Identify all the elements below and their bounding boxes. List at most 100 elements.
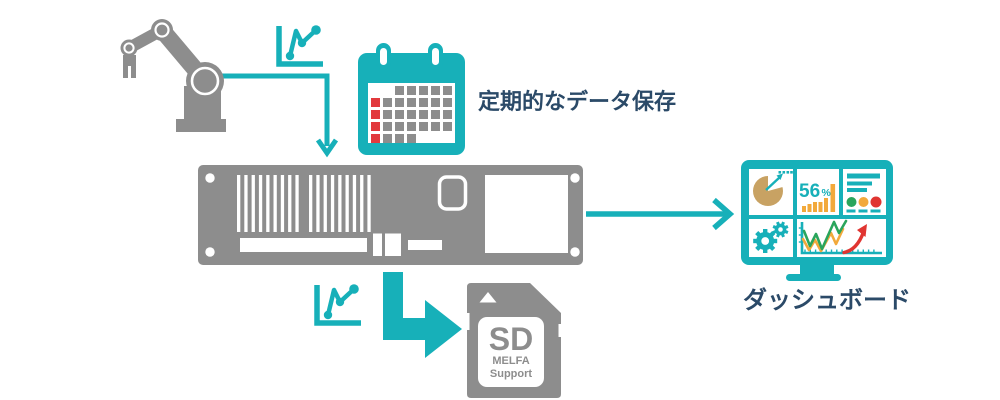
vent-slat [367,175,371,232]
arrowhead-down-icon [315,138,339,158]
calendar-day-cell [407,122,416,131]
calendar-day-cell [443,86,452,95]
dashboard-monitor-icon: 56 % [741,160,893,281]
periodic-save-label: 定期的なデータ保存 [478,89,676,114]
trend-line-green [802,219,848,251]
sd-card-icon: SD MELFA Support [466,283,562,398]
robot-arm-icon [120,19,226,132]
calendar-icon [358,43,465,155]
sd-card-label [478,317,544,387]
robot-base [176,119,226,132]
controller-switch [373,233,382,256]
calendar-day-cell [383,110,392,119]
calendar-day-cell [383,98,392,107]
percent-value: 56 [799,181,820,202]
calendar-day-cell [419,122,428,131]
controller-port [408,240,442,250]
calendar-day-cell [419,98,428,107]
vent-slat [266,175,270,232]
status-dot-yellow [858,197,869,207]
controller-icon [198,165,583,265]
robot-elbow-joint [151,19,173,41]
vent-slat [330,175,335,232]
calendar-day-cell [431,122,440,131]
calendar-day-cell [395,110,404,119]
calendar-day-cell [443,110,452,119]
vent-slat [309,175,313,232]
controller-vents [237,175,371,232]
vent-slat [258,175,263,232]
calendar-day-cell [371,122,380,131]
calendar-day-cell [407,98,416,107]
calendar-day-cell [431,86,440,95]
line-chart-icon [317,284,361,323]
monitor-neck [800,264,834,276]
sd-card-title: SD [489,321,533,357]
calendar-day-cell [371,110,380,119]
trend-line-yellow [801,227,845,253]
arrow-controller-to-dashboard [586,197,735,231]
arrowhead-right-icon [712,197,735,231]
trend-axes [800,222,882,255]
trend-arrow-red [842,230,866,255]
controller-card-slot [385,233,401,256]
calendar-day-cell [395,98,404,107]
vent-slat [288,175,292,232]
vent-slat [338,175,342,232]
vent-slat [345,175,349,232]
calendar-day-cell [371,134,380,143]
controller-slot-bar [240,238,367,252]
sd-card-line2: Support [490,368,532,380]
calendar-day-cell [383,134,392,143]
calendar-grid [371,86,452,143]
pie-chart-icon [753,171,793,206]
percent-unit: % [822,187,832,199]
controller-button [437,175,468,211]
arrow-controller-to-sd-card [383,272,462,358]
vent-slat [237,175,241,232]
status-dot-green [846,197,857,207]
calendar-day-cell [395,134,404,143]
vent-slat [316,175,320,232]
robot-wrist-joint [120,39,138,57]
status-widget [846,173,882,213]
arrow-robot-to-controller [222,73,339,158]
line-chart-icon [279,25,323,64]
sd-card-arrow-mark [479,292,497,303]
controller-screw [570,247,580,257]
sd-card-line1: MELFA [492,355,529,367]
controller-screw [570,173,580,183]
vent-slat [273,175,277,232]
status-dot-red [870,196,882,208]
calendar-day-cell [431,98,440,107]
calendar-day-cell [407,110,416,119]
vent-slat [323,175,327,232]
vent-slat [295,175,299,232]
dashboard-label: ダッシュボード [743,286,911,314]
monitor-base [786,274,841,281]
controller-label-area [485,175,568,253]
vent-slat [360,175,364,232]
calendar-day-cell [395,122,404,131]
calendar-day-cell [395,86,404,95]
robot-gripper [123,55,136,78]
calendar-day-cell [371,98,380,107]
calendar-day-cell [407,134,416,143]
percent-widget: 56 % [799,181,836,212]
trend-chart-widget [798,219,882,255]
gear-icon [753,221,789,253]
calendar-day-cell [407,86,416,95]
vent-slat [251,175,255,232]
vent-slat [280,175,285,232]
vent-slat [352,175,357,232]
calendar-day-cell [443,98,452,107]
calendar-day-cell [431,110,440,119]
controller-screw [205,247,215,257]
calendar-day-cell [383,122,392,131]
controller-screw [205,173,215,183]
calendar-day-cell [419,110,428,119]
mini-bar-chart [802,184,836,212]
calendar-day-cell [419,86,428,95]
